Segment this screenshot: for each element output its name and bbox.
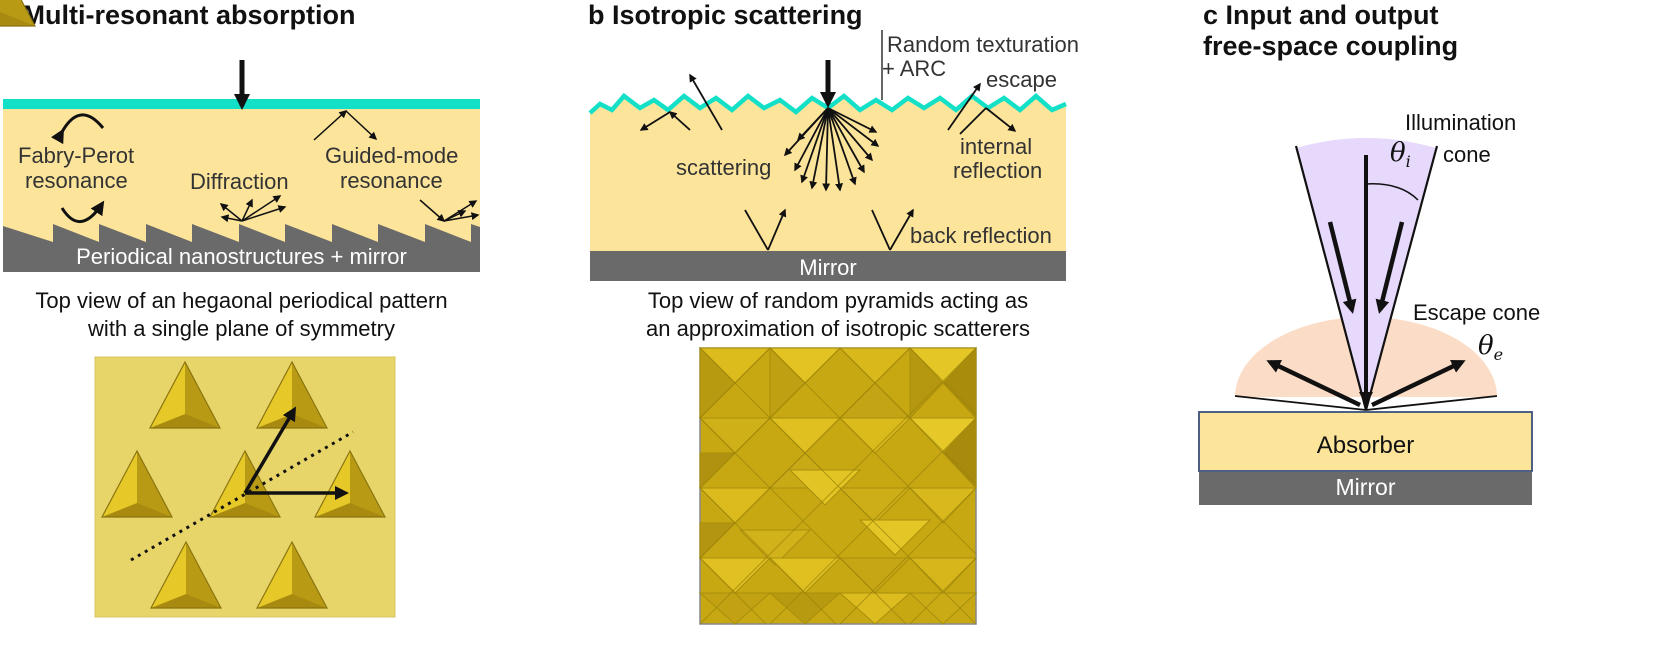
label-scattering: scattering <box>676 155 772 180</box>
panel-a-cross-section <box>3 60 480 272</box>
theta-i-symbol: θ <box>1390 138 1406 168</box>
label-theta-i: θi <box>1390 140 1411 175</box>
label-resonance-fp: resonance <box>25 168 128 193</box>
theta-i-subscript: i <box>1405 152 1411 172</box>
label-periodical-nanostructures: Periodical nanostructures + mirror <box>76 244 407 269</box>
panel-a-title: a Multi-resonant absorption <box>0 0 356 30</box>
scattering-fan <box>783 107 880 192</box>
caption-b-line1: Top view of random pyramids acting as <box>647 288 1029 313</box>
mirror-layer-b <box>590 251 1066 281</box>
label-diffraction: Diffraction <box>190 169 289 194</box>
label-mirror-c: Mirror <box>1335 474 1396 500</box>
panel-c-title-line1: c Input and output <box>1203 0 1439 30</box>
panel-c-diagram <box>1198 138 1533 505</box>
symmetry-plane <box>130 430 354 562</box>
sawtooth-grating <box>3 224 480 272</box>
label-mirror-b: Mirror <box>799 255 857 280</box>
panel-b-title: b Isotropic scattering <box>588 0 863 30</box>
label-arc: + ARC <box>882 56 947 81</box>
theta-e-symbol: θ <box>1478 331 1494 361</box>
panel-a-top-view <box>0 0 396 618</box>
random-pyramids-top-view <box>698 346 978 625</box>
fp-arrow-top <box>50 113 105 145</box>
caption-b-line2: an approximation of isotropic scatterers <box>646 316 1030 341</box>
absorber-block <box>1198 411 1533 472</box>
textured-absorber <box>590 96 1066 252</box>
panel-b-cross-section <box>588 30 1067 281</box>
label-guided-mode: Guided-mode <box>325 143 459 168</box>
label-reflection: reflection <box>953 158 1043 183</box>
label-fabry-perot: Fabry-Perot <box>18 143 135 168</box>
label-back-reflection: back reflection <box>910 223 1052 248</box>
fp-arrow-bottom <box>60 200 105 223</box>
label-illumination: Illumination <box>1405 110 1517 135</box>
theta-e-subscript: e <box>1493 345 1504 365</box>
label-internal: internal <box>960 134 1033 159</box>
label-escape: escape <box>986 67 1057 92</box>
caption-a-line1: Top view of an hegaonal periodical patte… <box>35 288 448 313</box>
lattice-vector-a1 <box>243 406 297 494</box>
label-random-texturation: Random texturation <box>887 32 1079 57</box>
label-absorber: Absorber <box>1316 432 1415 459</box>
mirror-block-c <box>1199 472 1532 505</box>
caption-a-line2: with a single plane of symmetry <box>88 316 395 341</box>
label-escape-cone: Escape cone <box>1413 300 1541 325</box>
panel-c-title-line2: free-space coupling <box>1203 31 1459 61</box>
label-resonance-gm: resonance <box>340 168 443 193</box>
label-cone: cone <box>1443 142 1491 167</box>
label-theta-e: θe <box>1478 333 1503 368</box>
